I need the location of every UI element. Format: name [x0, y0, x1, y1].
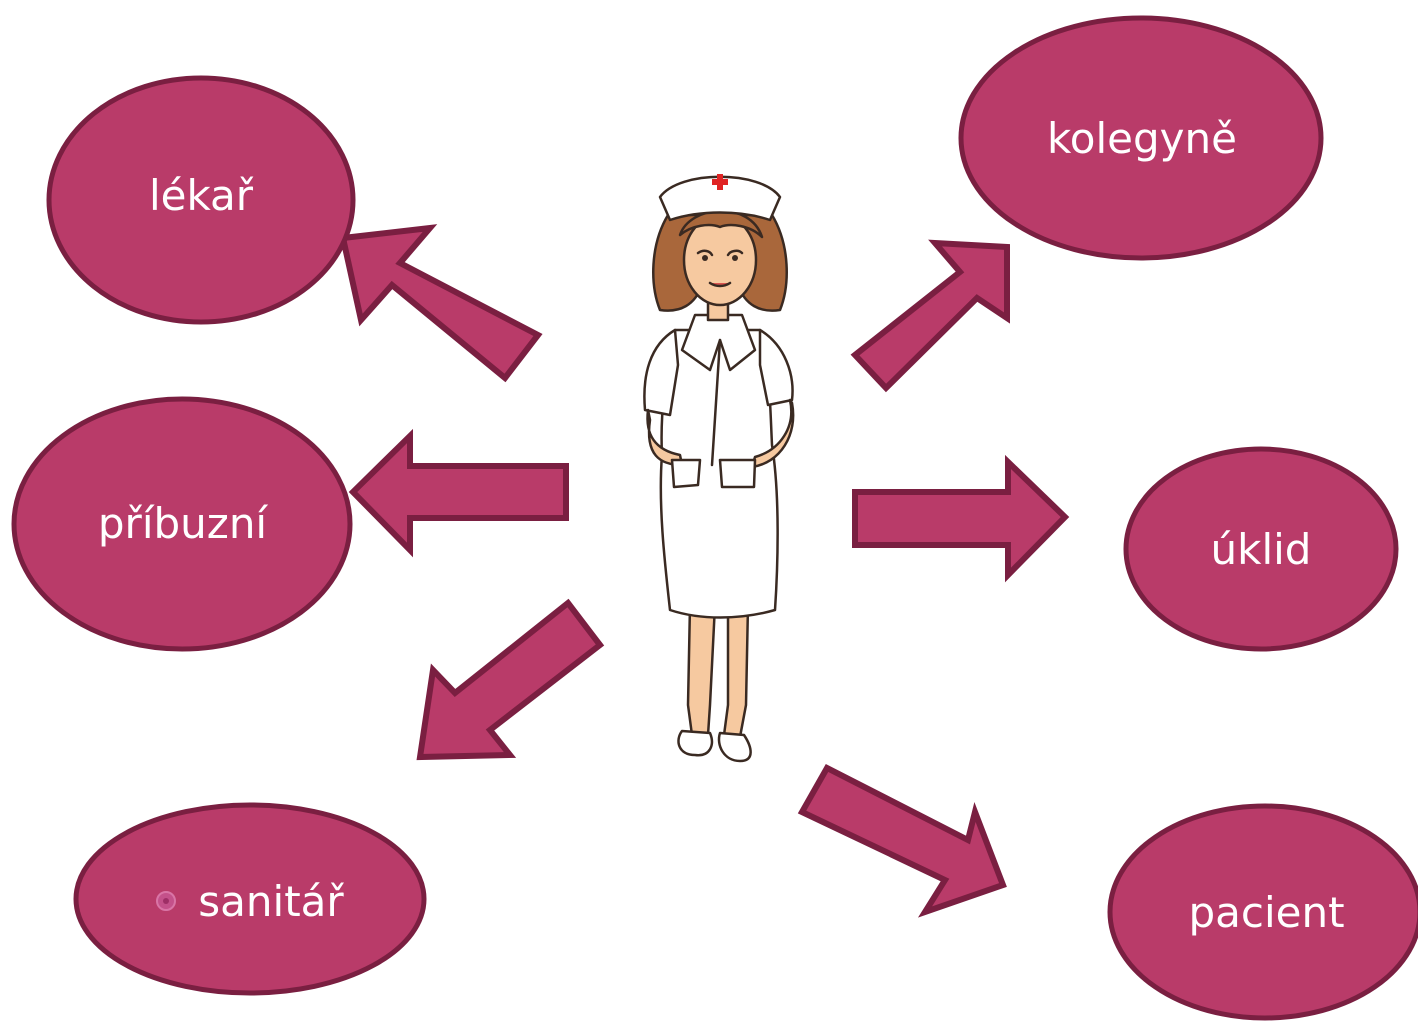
node-kolegyne-label: kolegyně — [1046, 113, 1237, 163]
bullet-icon — [156, 891, 177, 911]
nurse-figure — [643, 174, 795, 763]
node-uklid: úklid — [1122, 446, 1400, 652]
node-lekar: lékař — [46, 75, 356, 325]
node-pacient-label: pacient — [1188, 887, 1345, 937]
arrow-to-pacient — [797, 764, 1007, 918]
arrow-to-lekar — [339, 224, 543, 383]
node-sanitar-label: sanitář — [198, 876, 344, 926]
node-sanitar: sanitář — [72, 801, 428, 997]
node-pribuzni-shape — [11, 396, 353, 652]
node-pribuzni: příbuzní — [10, 396, 355, 654]
node-lekar-shape — [46, 75, 356, 325]
node-sanitar-label-wrap: sanitář — [156, 876, 344, 926]
arrow-to-uklid — [852, 454, 1070, 583]
node-kolegyne: kolegyně — [957, 14, 1327, 262]
node-pacient-shape — [1107, 803, 1418, 1021]
node-sanitar-shape — [73, 802, 427, 996]
node-kolegyne-shape — [958, 15, 1324, 261]
node-lekar-label: lékař — [148, 170, 254, 220]
node-uklid-shape — [1123, 446, 1399, 652]
node-pacient: pacient — [1105, 800, 1418, 1024]
node-pribuzni-label: příbuzní — [97, 498, 268, 548]
arrow-to-sanitar — [416, 598, 605, 761]
arrow-to-pribuzni — [348, 428, 569, 558]
node-uklid-label: úklid — [1210, 524, 1312, 574]
arrow-to-kolegyne — [850, 239, 1010, 393]
